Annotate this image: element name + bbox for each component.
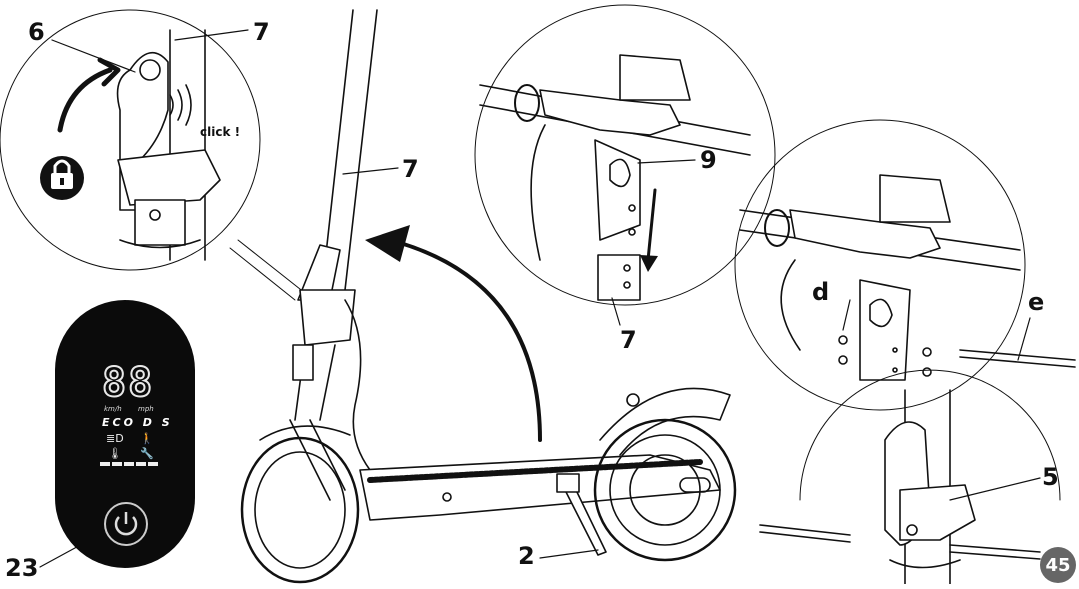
callout-6: 6: [28, 18, 45, 46]
callout-7-stem: 7: [402, 155, 419, 183]
callout-23: 23: [5, 554, 39, 582]
mode-indicators: ECO D S: [102, 416, 173, 429]
callout-2: 2: [518, 542, 535, 570]
callout-5: 5: [1042, 463, 1059, 491]
callout-7-mid: 7: [620, 326, 637, 354]
wrench-icon: 🔧: [140, 447, 154, 460]
lock-icon: [40, 156, 84, 200]
detail-fold-lock: [0, 9, 306, 301]
detail-stem-clamp: [474, 4, 776, 306]
detail-screws: [734, 119, 1076, 411]
unit-mph-label: mph: [138, 405, 154, 413]
scooter-illustration: [240, 9, 737, 584]
power-button-icon: [104, 502, 148, 546]
detail-lever-closed: [759, 369, 1061, 585]
page-number-badge: 45: [1040, 547, 1076, 583]
callout-9: 9: [700, 146, 717, 174]
callout-7-top: 7: [253, 18, 270, 46]
headlight-icon: ≣D: [106, 432, 124, 445]
temperature-icon: 🌡: [108, 447, 122, 460]
walk-mode-icon: 🚶: [140, 432, 154, 445]
fold-arrow-head: [365, 225, 410, 262]
click-label: click !: [200, 125, 241, 139]
unit-kmh-label: km/h: [104, 405, 122, 413]
callout-d: d: [812, 278, 830, 306]
callout-e: e: [1028, 288, 1045, 316]
battery-bar-icon: [100, 462, 158, 466]
leader-lines: [39, 29, 1041, 568]
speed-readout: 88: [101, 359, 155, 407]
